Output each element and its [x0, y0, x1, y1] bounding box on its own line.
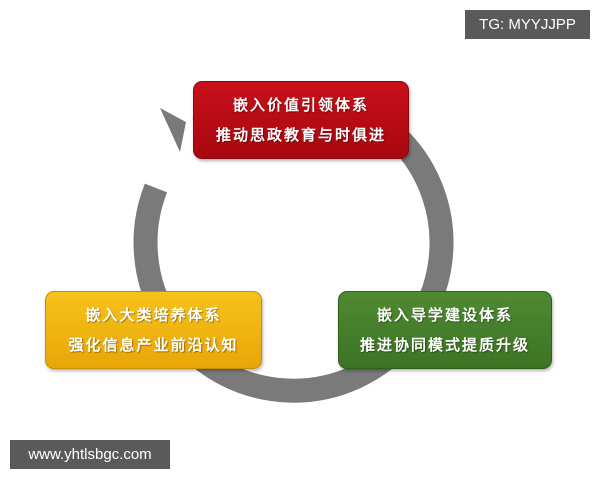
node-category-training: 嵌入大类培养体系 强化信息产业前沿认知: [45, 291, 262, 369]
arrowhead-icon: [160, 108, 186, 152]
node-title: 嵌入大类培养体系: [85, 306, 222, 324]
node-subtitle: 推进协同模式提质升级: [359, 336, 530, 354]
node-title: 嵌入价值引领体系: [232, 96, 369, 114]
node-value-guidance: 嵌入价值引领体系 推动思政教育与时俱进: [193, 81, 409, 159]
node-title: 嵌入导学建设体系: [376, 306, 513, 324]
node-subtitle: 强化信息产业前沿认知: [68, 336, 239, 354]
watermark-url: www.yhtlsbgc.com: [10, 440, 170, 469]
node-subtitle: 推动思政教育与时俱进: [215, 126, 386, 144]
watermark-tg: TG: MYYJJPP: [465, 10, 590, 39]
node-mentorship-building: 嵌入导学建设体系 推进协同模式提质升级: [338, 291, 552, 369]
